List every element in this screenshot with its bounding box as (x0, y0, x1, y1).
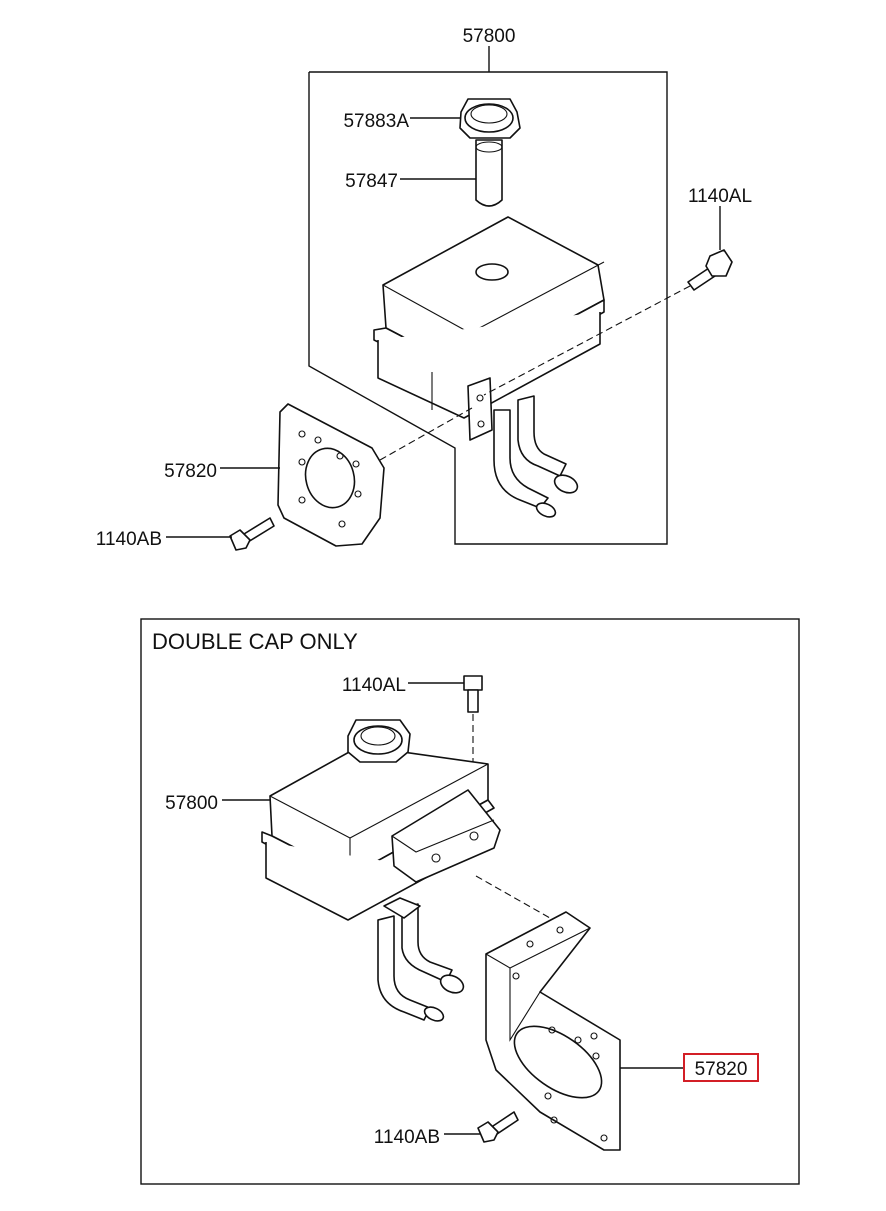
lower-frame (140, 618, 800, 1185)
assembly-frame (308, 71, 668, 545)
lower-bracket-icon (485, 911, 621, 1151)
strainer-icon (475, 139, 503, 207)
lower-diagram: DOUBLE CAP ONLY 1140AL (140, 618, 800, 1185)
lower-reservoir-label[interactable]: 57800 (165, 793, 218, 814)
lower-bolt-bottom-label[interactable]: 1140AB (374, 1127, 440, 1148)
bolt-bottom-icon (229, 517, 275, 551)
bolt-bottom-label[interactable]: 1140AB (96, 529, 162, 550)
upper-diagram: 57800 57883A 57847 (96, 26, 752, 551)
bracket-plate-icon (277, 403, 385, 547)
bolt-top-label[interactable]: 1140AL (688, 186, 752, 207)
lower-bolt-top-label[interactable]: 1140AL (342, 675, 406, 696)
assembly-label[interactable]: 57800 (463, 26, 516, 47)
lower-bracket-label[interactable]: 57820 (695, 1059, 748, 1080)
highlight-box (683, 1053, 759, 1082)
bolt-top-vertical-icon (463, 675, 483, 713)
lower-bolt-bottom-icon (477, 1111, 519, 1143)
strainer-label[interactable]: 57847 (345, 171, 398, 192)
reservoir-cap-icon (459, 98, 521, 139)
lower-reservoir-icon (261, 719, 501, 1022)
reservoir-tank-icon (373, 216, 605, 518)
bracket-label[interactable]: 57820 (164, 461, 217, 482)
double-cap-caption: DOUBLE CAP ONLY (152, 629, 358, 654)
cap-label[interactable]: 57883A (343, 111, 409, 132)
bolt-top-icon (687, 249, 733, 291)
